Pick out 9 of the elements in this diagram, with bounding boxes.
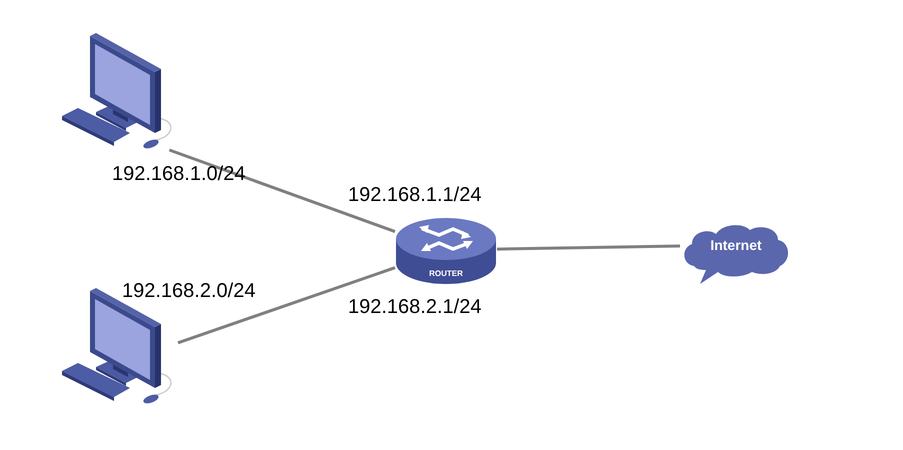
ip-address-label: 192.168.2.1/24 bbox=[348, 297, 482, 317]
cloud-label: Internet bbox=[709, 238, 763, 252]
ip-address-label: 192.168.1.1/24 bbox=[348, 185, 482, 205]
network-link bbox=[496, 244, 680, 251]
network-link bbox=[168, 148, 396, 233]
network-link bbox=[178, 266, 396, 344]
ip-address-label: 192.168.2.0/24 bbox=[122, 281, 256, 301]
device-label: ROUTER bbox=[428, 270, 464, 278]
ip-address-label: 192.168.1.0/24 bbox=[112, 164, 246, 184]
